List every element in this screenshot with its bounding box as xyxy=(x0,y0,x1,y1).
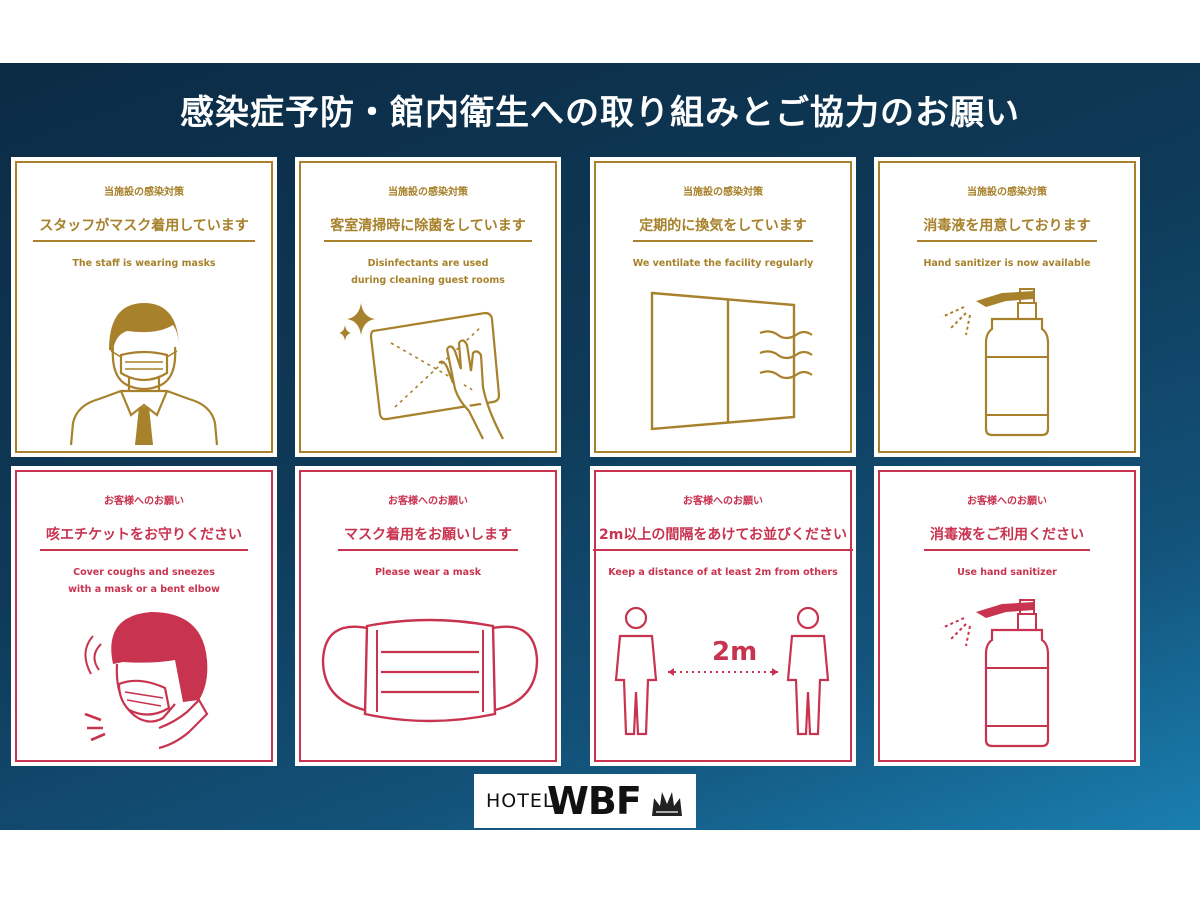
card-social-distance: お客様へのお願い 2m以上の間隔をあけてお並びください Keep a dista… xyxy=(590,466,856,766)
distance-label: 2m xyxy=(712,637,757,667)
logo-name: WBF xyxy=(547,779,642,823)
window-ventilation-icon xyxy=(650,291,813,431)
card-category: 当施設の感染対策 xyxy=(967,187,1047,198)
card-border xyxy=(15,470,273,762)
card-heading: マスク着用をお願いします xyxy=(295,524,561,551)
card-english: The staff is wearing masks xyxy=(72,258,216,269)
card-border xyxy=(299,470,557,762)
card-cough-etiquette: お客様へのお願い 咳エチケットをお守りください Cover coughs and… xyxy=(11,466,277,766)
card-english: Please wear a mask xyxy=(374,567,482,578)
card-wear-mask: お客様へのお願い マスク着用をお願いします Please wear a mask xyxy=(295,466,561,766)
card-use-sanitizer: お客様へのお願い 消毒液をご利用ください Use hand sanitizer xyxy=(874,466,1140,766)
card-heading: 客室清掃時に除菌をしています xyxy=(295,215,561,242)
card-english: Cover coughs and sneezes with a mask or … xyxy=(68,567,220,595)
card-border xyxy=(15,161,273,453)
card-category: 当施設の感染対策 xyxy=(683,187,763,198)
sanitizer-bottle-icon xyxy=(941,599,1050,748)
card-english: Hand sanitizer is now available xyxy=(923,258,1091,269)
card-border xyxy=(299,161,557,453)
card-border xyxy=(594,470,852,762)
card-staff-mask: 当施設の感染対策 スタッフがマスク着用しています The staff is we… xyxy=(11,157,277,457)
card-category: 当施設の感染対策 xyxy=(104,187,184,198)
card-heading: 2m以上の間隔をあけてお並びください xyxy=(590,524,856,551)
sanitizer-bottle-icon xyxy=(941,288,1050,437)
poster-title: 感染症予防・館内衛生への取り組みとご協力のお願い xyxy=(180,93,1020,133)
hotel-logo: HOTEL WBF xyxy=(474,774,696,828)
staff-mask-icon xyxy=(69,303,219,446)
card-border xyxy=(594,161,852,453)
card-category: お客様へのお願い xyxy=(967,496,1047,507)
card-category: 当施設の感染対策 xyxy=(388,187,468,198)
card-heading: 定期的に換気をしています xyxy=(590,215,856,242)
face-mask-icon xyxy=(321,618,539,723)
card-heading: 消毒液をご利用ください xyxy=(874,524,1140,551)
card-english: Disinfectants are used during cleaning g… xyxy=(351,258,505,286)
card-english: Keep a distance of at least 2m from othe… xyxy=(608,567,838,578)
card-disinfect-cleaning: 当施設の感染対策 客室清掃時に除菌をしています Disinfectants ar… xyxy=(295,157,561,457)
card-heading: 咳エチケットをお守りください xyxy=(11,524,277,551)
card-category: お客様へのお願い xyxy=(104,496,184,507)
card-heading: 消毒液を用意しております xyxy=(874,215,1140,242)
card-heading: スタッフがマスク着用しています xyxy=(11,215,277,242)
card-english: Use hand sanitizer xyxy=(957,567,1057,578)
crown-icon xyxy=(652,792,682,816)
logo-hotel-text: HOTEL xyxy=(486,790,555,812)
card-english: We ventilate the facility regularly xyxy=(632,258,814,269)
card-hand-sanitizer-available: 当施設の感染対策 消毒液を用意しております Hand sanitizer is … xyxy=(874,157,1140,457)
card-category: お客様へのお願い xyxy=(683,496,763,507)
card-border xyxy=(878,470,1136,762)
social-distance-icon: 2m xyxy=(614,606,830,736)
card-category: お客様へのお願い xyxy=(388,496,468,507)
card-ventilation: 当施設の感染対策 定期的に換気をしています We ventilate the f… xyxy=(590,157,856,457)
wipe-disinfect-icon xyxy=(339,303,504,440)
card-border xyxy=(878,161,1136,453)
cough-etiquette-icon xyxy=(84,612,209,750)
